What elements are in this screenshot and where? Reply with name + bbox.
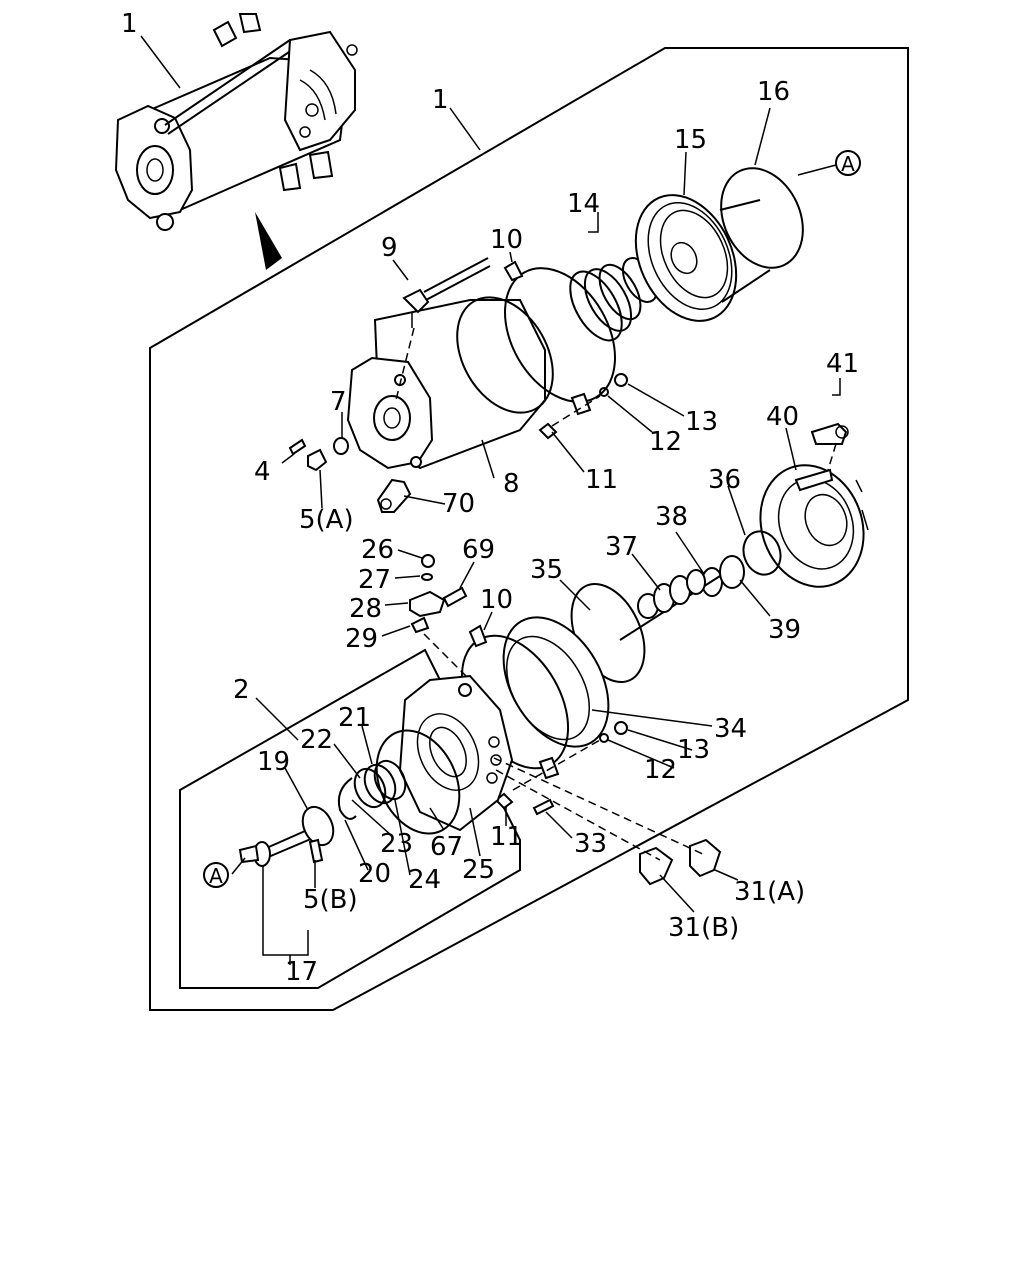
label-26: 26	[361, 535, 394, 565]
part-7-oring	[333, 437, 349, 455]
part-12-washer-bot	[599, 733, 609, 743]
part-5a-fitting	[307, 448, 328, 472]
callout-circle-a-bottom	[203, 862, 229, 888]
label-27: 27	[358, 565, 391, 595]
callout-a-top-text: A	[841, 152, 855, 176]
part-37-rotor	[619, 569, 721, 641]
assembly-boundary-2	[179, 648, 521, 989]
part-29-gasket	[410, 616, 430, 634]
part-70-plug	[376, 478, 412, 513]
label-10-top: 10	[490, 225, 523, 255]
label-10-bot: 10	[480, 585, 513, 615]
label-2: 2	[233, 675, 250, 705]
label-12-bot: 12	[644, 755, 677, 785]
label-33: 33	[574, 829, 607, 859]
part-16-ring	[720, 167, 804, 269]
part-11-bolt-bot	[494, 792, 514, 810]
leader-lines	[140, 35, 841, 965]
label-35: 35	[530, 555, 563, 585]
label-11-bot: 11	[490, 822, 523, 852]
part-11-bolt-top	[538, 422, 558, 440]
part-23-ring	[363, 763, 397, 805]
part-15-pulley	[634, 194, 771, 322]
part-13-nut-bot	[614, 721, 628, 735]
part-21-ring	[353, 767, 387, 809]
part-31b-fitting	[639, 846, 674, 886]
part-8-housing	[346, 296, 554, 470]
assembly-boundary-1	[149, 47, 909, 1011]
label-15: 15	[674, 125, 707, 155]
label-19: 19	[257, 747, 290, 777]
callout-circle-a-top	[835, 150, 861, 176]
label-24: 24	[408, 865, 441, 895]
label-31a: 31(A)	[734, 877, 805, 907]
label-38: 38	[655, 502, 688, 532]
label-29: 29	[345, 624, 378, 654]
label-13-bot: 13	[677, 735, 710, 765]
label-25: 25	[462, 855, 495, 885]
label-16: 16	[757, 77, 790, 107]
label-4: 4	[254, 457, 271, 487]
part-24-ring	[373, 759, 407, 801]
label-40: 40	[766, 402, 799, 432]
label-23: 23	[380, 829, 413, 859]
label-7: 7	[330, 387, 347, 417]
label-70: 70	[442, 489, 475, 519]
part-13-nut-top	[614, 373, 628, 387]
label-31b: 31(B)	[668, 913, 739, 943]
label-69: 69	[462, 535, 495, 565]
label-67: 67	[430, 832, 463, 862]
part-4-pin	[288, 438, 307, 456]
label-21: 21	[338, 703, 371, 733]
label-22: 22	[300, 725, 333, 755]
part-39-ring	[719, 555, 745, 589]
label-34: 34	[714, 714, 747, 744]
label-37: 37	[605, 532, 638, 562]
part-67-oring	[375, 729, 461, 835]
part-31a-fitting	[689, 838, 722, 878]
label-5a: 5(A)	[299, 505, 354, 535]
part-25-front-head	[398, 674, 514, 832]
label-39: 39	[768, 615, 801, 645]
label-41: 41	[826, 349, 859, 379]
label-14: 14	[567, 189, 600, 219]
label-17: 17	[285, 957, 318, 987]
part-28-valve-block	[409, 590, 446, 618]
part-40-rear-head	[759, 464, 869, 588]
label-1-main: 1	[432, 85, 449, 115]
label-1-top: 1	[121, 9, 138, 39]
part-33-pin	[532, 798, 555, 816]
part-69-stud	[442, 586, 468, 608]
part-26-nut	[421, 554, 435, 568]
part-10-gasket-top	[504, 267, 616, 403]
label-5b: 5(B)	[303, 885, 358, 915]
part-27-washer	[421, 573, 433, 581]
label-13-top: 13	[685, 407, 718, 437]
part-9-sensor	[402, 288, 430, 314]
part-22-clip	[337, 777, 357, 820]
part-12-washer-top	[599, 387, 609, 397]
part-41-valve	[810, 422, 848, 445]
callout-a-bottom-text: A	[209, 864, 223, 888]
label-20: 20	[358, 859, 391, 889]
part-36-gasket	[742, 530, 782, 576]
assembled-compressor-drawing	[114, 13, 358, 231]
label-36: 36	[708, 465, 741, 495]
label-12-top: 12	[649, 427, 682, 457]
label-11-top: 11	[585, 465, 618, 495]
label-28: 28	[349, 594, 382, 624]
label-9: 9	[381, 233, 398, 263]
part-19-hub	[238, 805, 335, 867]
label-8: 8	[503, 469, 520, 499]
assembly-direction-arrow	[255, 212, 282, 270]
